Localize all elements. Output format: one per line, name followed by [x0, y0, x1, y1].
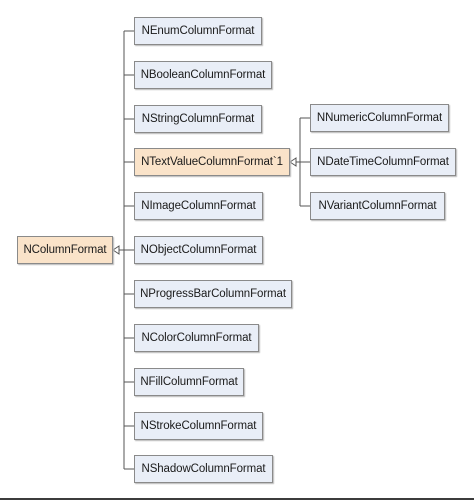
- node-ntextvaluecolumnformat-1: NTextValueColumnFormat`1: [134, 148, 290, 176]
- node-nvariantcolumnformat: NVariantColumnFormat: [310, 192, 445, 220]
- inheritance-arrow-root: [112, 245, 120, 255]
- node-nstrokecolumnformat: NStrokeColumnFormat: [134, 412, 263, 440]
- node-nnumericcolumnformat: NNumericColumnFormat: [310, 104, 449, 132]
- node-ncolumnformat: NColumnFormat: [17, 236, 113, 264]
- node-nprogressbarcolumnformat: NProgressBarColumnFormat: [134, 280, 292, 308]
- node-nimagecolumnformat: NImageColumnFormat: [134, 192, 263, 220]
- node-ncolorcolumnformat: NColorColumnFormat: [134, 324, 259, 352]
- node-nenumcolumnformat: NEnumColumnFormat: [134, 17, 262, 45]
- bottom-divider: [0, 498, 474, 500]
- node-ndatetimecolumnformat: NDateTimeColumnFormat: [310, 148, 456, 176]
- inheritance-arrow-textvalue: [289, 157, 297, 167]
- node-nbooleancolumnformat: NBooleanColumnFormat: [134, 61, 272, 89]
- node-nshadowcolumnformat: NShadowColumnFormat: [134, 455, 273, 483]
- node-nstringcolumnformat: NStringColumnFormat: [134, 105, 262, 133]
- node-nfillcolumnformat: NFillColumnFormat: [134, 368, 244, 396]
- node-nobjectcolumnformat: NObjectColumnFormat: [134, 236, 263, 264]
